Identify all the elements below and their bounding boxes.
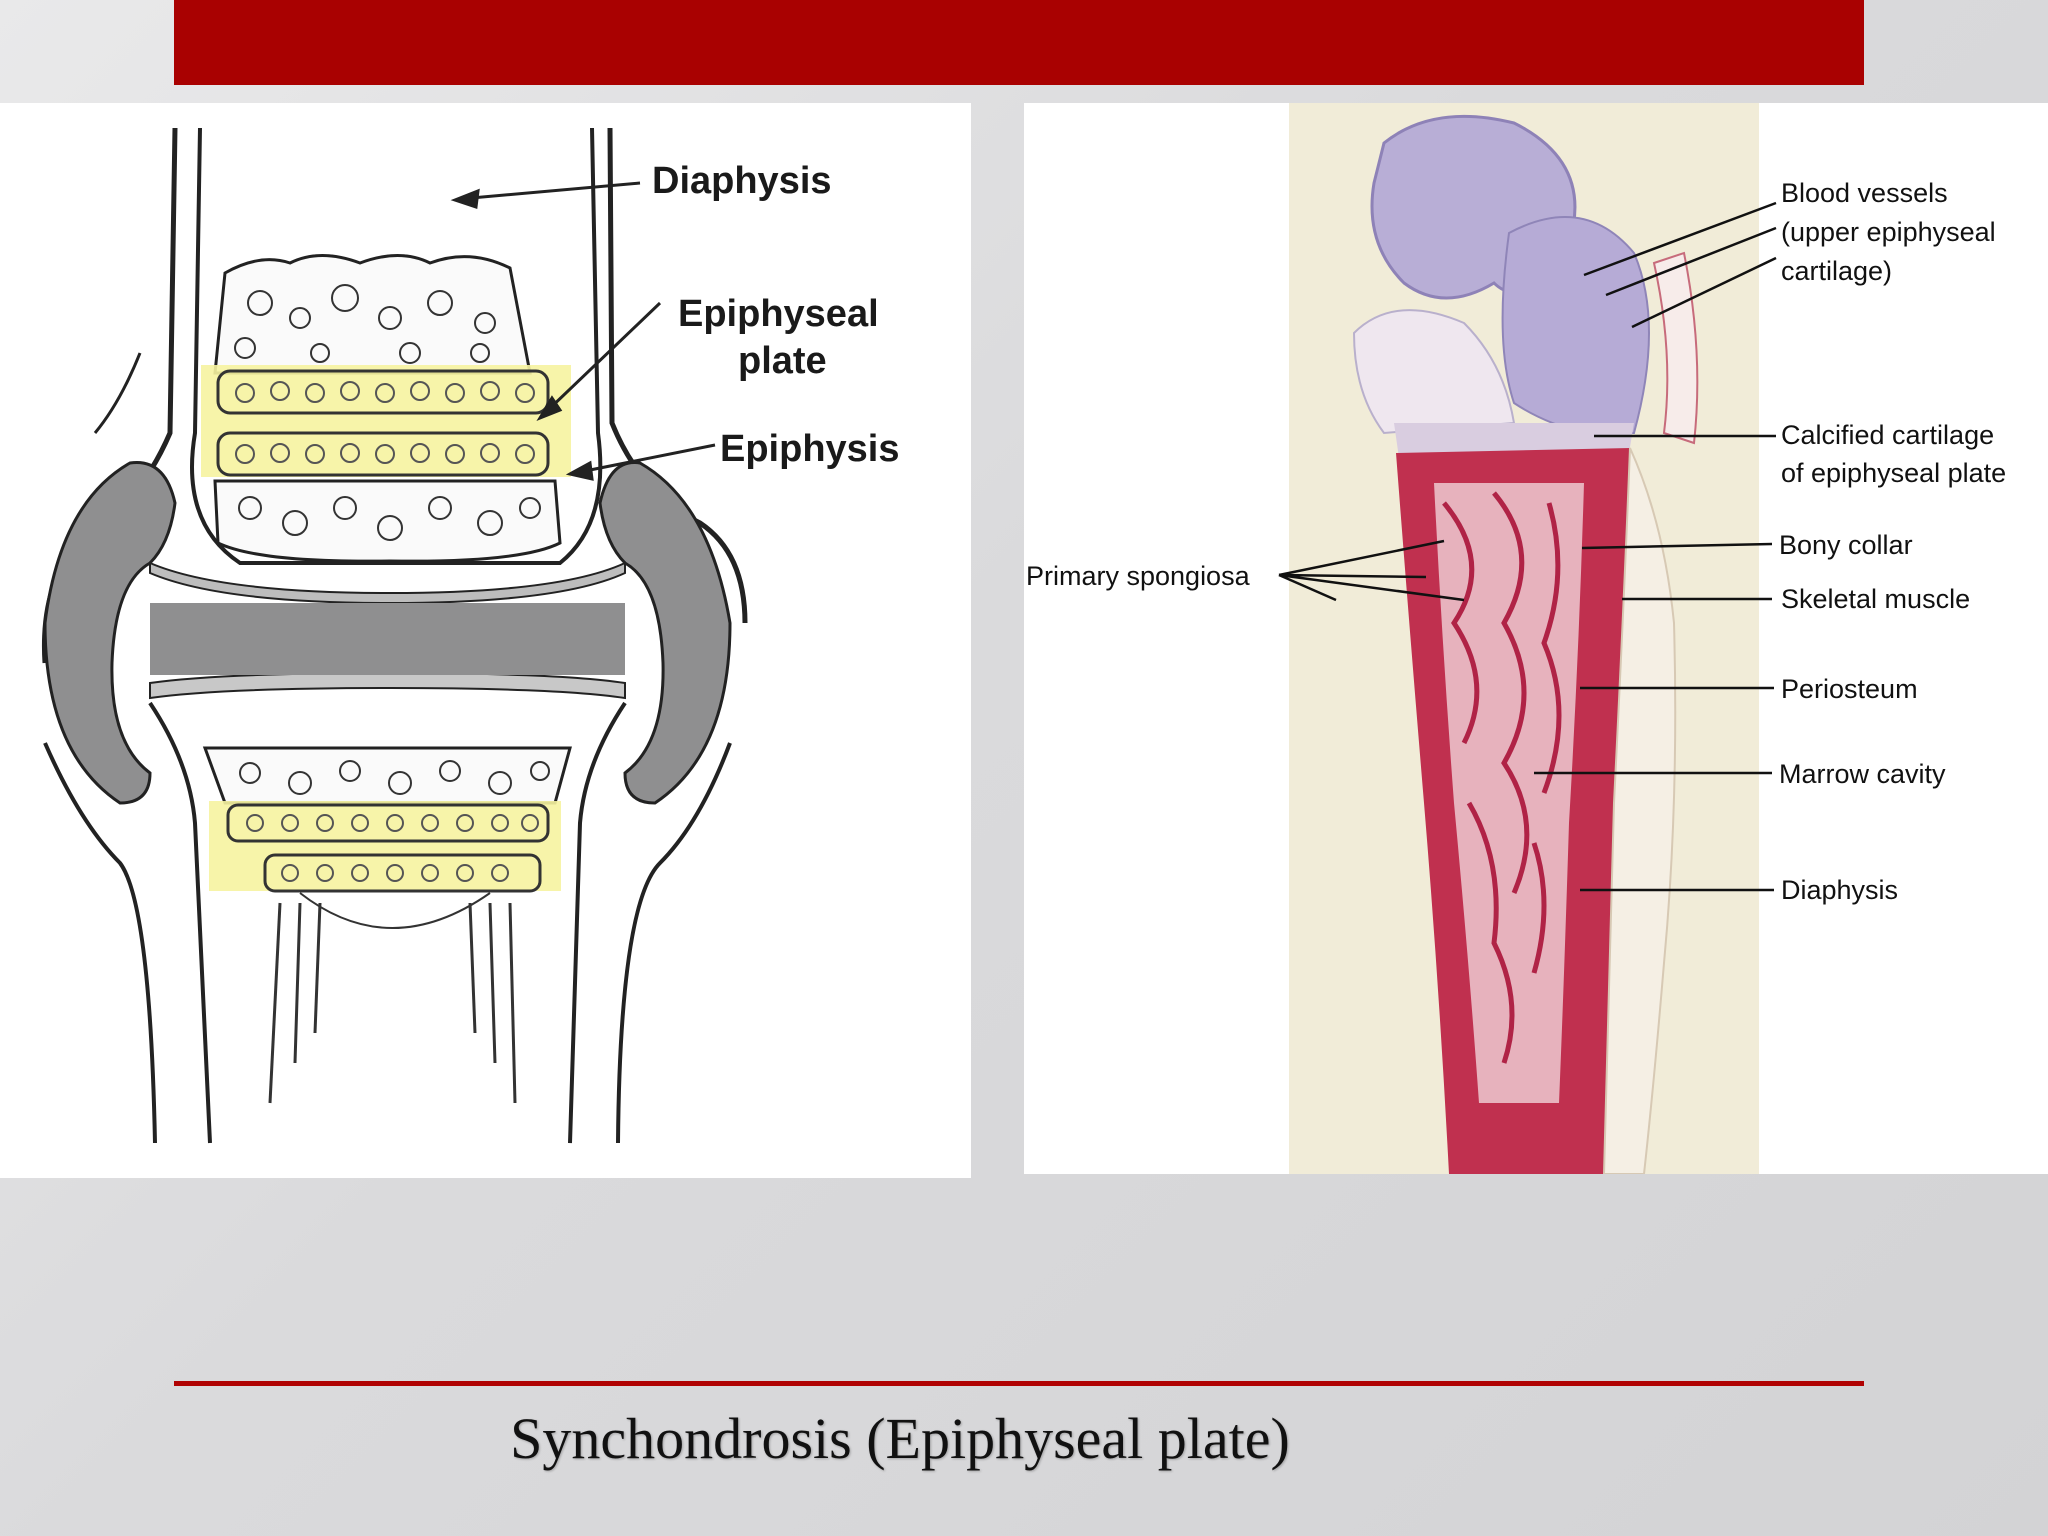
caption-divider (174, 1381, 1864, 1386)
epiphyseal-diagram: Diaphysis Epiphyseal plate Epiphysis (41, 127, 900, 1144)
lower-plate-highlight (209, 801, 561, 891)
lower-trabecular-bone (268, 892, 517, 1104)
label-bony-collar: Bony collar (1779, 530, 1913, 560)
label-skeletal-muscle: Skeletal muscle (1781, 584, 1970, 614)
label-diaphysis: Diaphysis (652, 160, 832, 202)
title-bar (174, 0, 1864, 85)
label-calcified-line2: of epiphyseal plate (1781, 458, 2006, 488)
diagram-leader-lines (450, 181, 716, 481)
micrograph-leader-lines (1278, 201, 1777, 892)
label-epiphyseal-plate-line1: Epiphyseal (678, 293, 879, 335)
label-calcified-line1: Calcified cartilage (1781, 420, 1994, 450)
label-blood-vessels-line3: cartilage) (1781, 256, 1892, 286)
upper-plate-highlight (201, 365, 571, 477)
epiphyseal-cartilage-head (1352, 114, 1650, 435)
epiphyseal-diagram-panel: Diaphysis Epiphyseal plate Epiphysis (0, 103, 971, 1178)
label-periosteum: Periosteum (1781, 674, 1918, 704)
histology-micrograph-panel: Blood vessels (upper epiphyseal cartilag… (1024, 103, 2048, 1174)
label-epiphysis: Epiphysis (720, 428, 900, 470)
lower-epiphysis (202, 746, 572, 805)
slide-caption: Synchondrosis (Epiphyseal plate) (510, 1406, 1290, 1471)
label-diaphysis-micrograph: Diaphysis (1781, 875, 1898, 905)
label-epiphyseal-plate-line2: plate (738, 340, 827, 382)
upper-spongy-bone (213, 254, 532, 375)
label-blood-vessels-line2: (upper epiphyseal (1781, 217, 1996, 247)
bone-shaft (1396, 448, 1630, 1174)
upper-epiphyseal-plate (216, 369, 550, 477)
joint-cartilage (43, 461, 732, 805)
soft-tissue (1602, 447, 1677, 1174)
label-marrow-cavity: Marrow cavity (1779, 759, 1946, 789)
histology-micrograph: Blood vessels (upper epiphyseal cartilag… (1026, 103, 2006, 1174)
label-blood-vessels-line1: Blood vessels (1781, 178, 1948, 208)
lower-epiphyseal-plate (226, 803, 550, 893)
label-primary-spongiosa: Primary spongiosa (1026, 561, 1251, 591)
upper-epiphysis (213, 479, 562, 563)
